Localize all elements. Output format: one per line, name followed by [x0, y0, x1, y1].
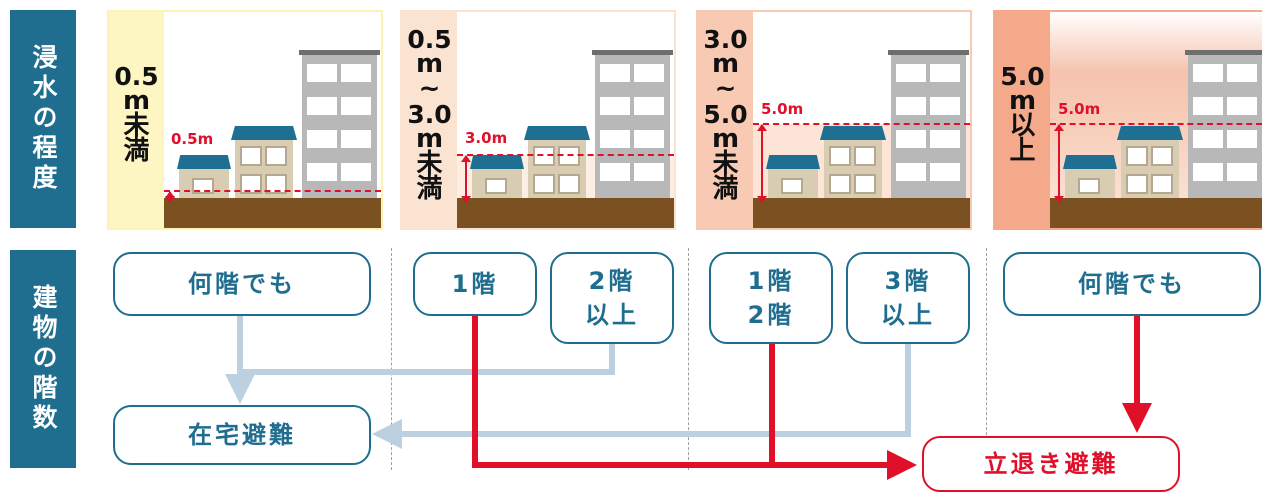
floors-1f-2f-panel3: 1階 2階 — [709, 252, 833, 344]
depth-arrow — [757, 124, 767, 203]
flood-scene: 0.5m — [164, 12, 381, 228]
floors-any-panel1: 何階でも — [113, 252, 371, 316]
stay-home-evacuation-box: 在宅避難 — [113, 405, 371, 465]
water-level-line — [457, 154, 674, 156]
flood-scene: 5.0m — [1050, 12, 1262, 228]
ground — [164, 198, 381, 228]
panel-over-5m: 5.0 m 以 上 5.0m — [993, 10, 1262, 230]
column-divider — [688, 248, 689, 470]
house-roof — [231, 126, 297, 140]
house-roof — [766, 155, 820, 169]
house-roof — [820, 126, 886, 140]
range-text: m — [122, 86, 151, 116]
column-divider — [391, 248, 392, 470]
column-divider — [986, 248, 987, 470]
ground — [753, 198, 970, 228]
water-level-line — [1050, 123, 1262, 125]
flood-scene: 5.0m — [753, 12, 970, 228]
floors-any-panel4: 何階でも — [1003, 252, 1261, 316]
depth-label: 3.0m — [465, 129, 508, 147]
panel-under-0-5m: 0.5 m 未 満 0.5m — [107, 10, 383, 230]
ground — [457, 198, 674, 228]
range-text: 0.5 — [114, 62, 159, 91]
arrow-to-evacuate — [472, 316, 917, 480]
floors-3f-up-panel3: 3階 以上 — [846, 252, 970, 344]
floors-1f-panel2: 1階 — [413, 252, 537, 316]
depth-label: 5.0m — [761, 100, 804, 118]
ground — [1050, 198, 1262, 228]
building-floors-label: 建物の階数 — [10, 250, 76, 468]
evacuate-box: 立退き避難 — [922, 436, 1180, 492]
panel-depth-range: 3.0 m ~ 5.0 m 未 満 — [703, 25, 748, 204]
range-text: 未 — [123, 111, 150, 141]
panel-0-5m-to-3m: 0.5 m ~ 3.0 m 未 満 3.0m — [400, 10, 676, 230]
flood-scene: 3.0m — [457, 12, 674, 228]
depth-arrow — [461, 155, 471, 203]
panel-depth-range: 0.5 m ~ 3.0 m 未 満 — [407, 25, 452, 204]
house-roof — [1117, 126, 1183, 140]
water-level-line — [164, 190, 381, 192]
panel-3m-to-5m: 3.0 m ~ 5.0 m 未 満 5.0m — [696, 10, 972, 230]
house-roof — [1063, 155, 1117, 169]
depth-label: 0.5m — [171, 130, 214, 148]
panel-depth-range: 0.5 m 未 満 — [109, 64, 164, 164]
floors-2f-up-panel2: 2階 以上 — [550, 252, 674, 344]
depth-label: 5.0m — [1058, 100, 1101, 118]
range-text: 満 — [123, 136, 150, 166]
depth-arrow — [165, 191, 175, 203]
house-roof — [524, 126, 590, 140]
water-level-line — [753, 123, 970, 125]
house-roof — [470, 155, 524, 169]
arrow-p2-upper-to-stay — [240, 344, 615, 375]
depth-arrow — [1054, 124, 1064, 203]
inundation-level-label: 浸水の程度 — [10, 10, 76, 228]
house-roof — [177, 155, 231, 169]
panel-depth-range: 5.0 m 以 上 — [1000, 62, 1045, 166]
arrow-p3-upper-to-stay — [372, 344, 911, 449]
